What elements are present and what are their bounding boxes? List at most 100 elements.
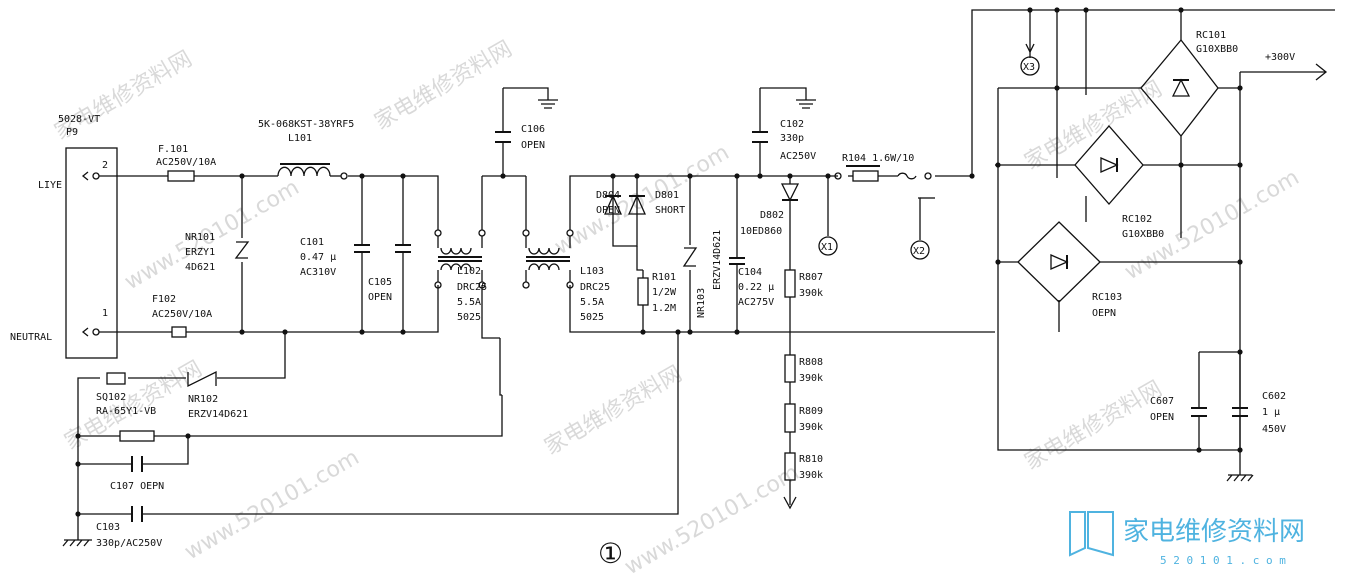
watermark-cn: 家电维修资料网 <box>1021 377 1167 476</box>
r810-value: 390k <box>799 470 823 481</box>
c102-rating: AC250V <box>780 151 816 162</box>
c101-rating: AC310V <box>300 267 336 278</box>
pin-bottom-number: 1 <box>102 308 108 319</box>
fuse-f102-value: AC250V/10A <box>152 309 212 320</box>
l103-ref: L103 <box>580 266 604 277</box>
inductor-l101: 5K-068KST-38YRF5 L101 <box>258 119 354 180</box>
diode-d804: D804 OPEN <box>596 190 623 216</box>
site-logo: 家电维修资料网 5 2 0 1 0 1 . c o m <box>1069 511 1305 567</box>
diode-d802: D802 10ED860 <box>740 183 800 237</box>
wiring <box>77 9 1335 540</box>
node-x2: X2 <box>910 240 930 260</box>
c103-value: 330p/AC250V <box>96 538 162 549</box>
sq102-part: RA-65Y1-VB <box>96 406 156 417</box>
l102-type: DRC25 <box>457 282 487 293</box>
c602-ref: C602 <box>1262 391 1286 402</box>
node-x3-label: X3 <box>1023 62 1035 73</box>
capacitor-c101: C101 0.47 μ AC310V <box>300 237 370 278</box>
capacitor-c102: C102 330p AC250V <box>752 99 816 162</box>
ground-icon <box>62 539 92 547</box>
c105-value: OPEN <box>368 292 392 303</box>
capacitor-c105: C105 OPEN <box>368 244 411 303</box>
l102-rating: 5.5A <box>457 297 481 308</box>
junction-dots <box>75 7 1243 517</box>
capacitor-c106: C106 OPEN <box>495 99 558 151</box>
r807-ref: R807 <box>799 272 823 283</box>
watermark-cn: 家电维修资料网 <box>371 37 517 136</box>
nr101-type: ERZY1 <box>185 247 215 258</box>
r104-label: R104 1.6W/10 <box>842 153 914 164</box>
nr101-part: 4D621 <box>185 262 215 273</box>
connector-p9: 5028-VT P9 2 1 LIYE NEUTRAL <box>10 114 118 359</box>
diode-d801: D801 SHORT <box>627 190 685 216</box>
sq102-ref: SQ102 <box>96 392 126 403</box>
r808-value: 390k <box>799 373 823 384</box>
rc101-part: G10XBB0 <box>1196 44 1238 55</box>
c602-rating: 450V <box>1262 424 1286 435</box>
l101-part: 5K-068KST-38YRF5 <box>258 119 354 130</box>
line-label: LIYE <box>38 180 62 191</box>
capacitor-c607: C607 OPEN <box>1150 396 1207 423</box>
r809-ref: R809 <box>799 406 823 417</box>
ground-icon <box>1226 474 1254 482</box>
resistor-r810: R810 390k <box>784 452 823 481</box>
resistor-r101: R101 1/2W 1.2M <box>637 272 677 314</box>
rc102-part: G10XBB0 <box>1122 229 1164 240</box>
nr101-ref: NR101 <box>185 232 215 243</box>
varistor-nr103: NR103 ERZV14D621 <box>682 230 723 318</box>
l103-type: DRC25 <box>580 282 610 293</box>
node-x1-label: X1 <box>821 242 833 253</box>
d802-part: 10ED860 <box>740 226 782 237</box>
rc103-ref: RC103 <box>1092 292 1122 303</box>
c607-ref: C607 <box>1150 396 1174 407</box>
watermark-cn: 家电维修资料网 <box>541 362 687 461</box>
nr102-ref: NR102 <box>188 394 218 405</box>
d801-ref: D801 <box>655 190 679 201</box>
watermark-url: www.520101.com <box>621 460 804 580</box>
l103-code: 5025 <box>580 312 604 323</box>
c107-label: C107 OEPN <box>110 481 164 492</box>
d804-value: OPEN <box>596 205 620 216</box>
resistor-r809: R809 390k <box>784 403 823 433</box>
watermark-url: www.520101.com <box>551 140 734 260</box>
c104-value: 0.22 μ <box>738 282 774 293</box>
neutral-label: NEUTRAL <box>10 332 52 343</box>
bridge-rc102: RC102 G10XBB0 <box>1074 125 1164 240</box>
figure-number: ① <box>598 537 623 570</box>
rc103-part: OEPN <box>1092 308 1116 319</box>
l101-ref: L101 <box>288 133 312 144</box>
d804-ref: D804 <box>596 190 620 201</box>
c104-rating: AC275V <box>738 297 774 308</box>
c101-value: 0.47 μ <box>300 252 336 263</box>
pin-top-number: 2 <box>102 160 108 171</box>
l103-rating: 5.5A <box>580 297 604 308</box>
logo-site: 5 2 0 1 0 1 . c o m <box>1160 554 1286 567</box>
resistor-r807: R807 390k <box>784 269 823 299</box>
d801-value: SHORT <box>655 205 685 216</box>
varistor-nr101: NR101 ERZY1 4D621 <box>185 232 250 273</box>
node-x3: X3 <box>1020 42 1040 76</box>
c602-value: 1 μ <box>1262 407 1280 418</box>
node-x1: X1 <box>818 236 838 256</box>
capacitor-c107: C107 OEPN <box>110 456 164 492</box>
nr102-part: ERZV14D621 <box>188 409 248 420</box>
c101-ref: C101 <box>300 237 324 248</box>
bridge-rc103: RC103 OEPN <box>1017 221 1122 319</box>
r809-value: 390k <box>799 422 823 433</box>
nr103-ref: NR103 <box>696 288 707 318</box>
c106-ref: C106 <box>521 124 545 135</box>
bridge-rc101: RC101 G10XBB0 <box>1140 30 1238 138</box>
logo-text: 家电维修资料网 <box>1123 517 1305 547</box>
resistor-r104: R104 1.6W/10 <box>834 153 932 182</box>
c105-ref: C105 <box>368 277 392 288</box>
fuse-f101: F.101 AC250V/10A <box>156 144 216 182</box>
resistor-r808: R808 390k <box>784 354 823 384</box>
c607-value: OPEN <box>1150 412 1174 423</box>
output-voltage-label: +300V <box>1265 52 1295 63</box>
fuse-f101-value: AC250V/10A <box>156 157 216 168</box>
capacitor-c103: C103 330p/AC250V <box>96 506 162 549</box>
r101-ref: R101 <box>652 272 676 283</box>
down-arrow-icon <box>783 496 797 510</box>
varistor-nr102: NR102 ERZV14D621 <box>187 370 248 420</box>
